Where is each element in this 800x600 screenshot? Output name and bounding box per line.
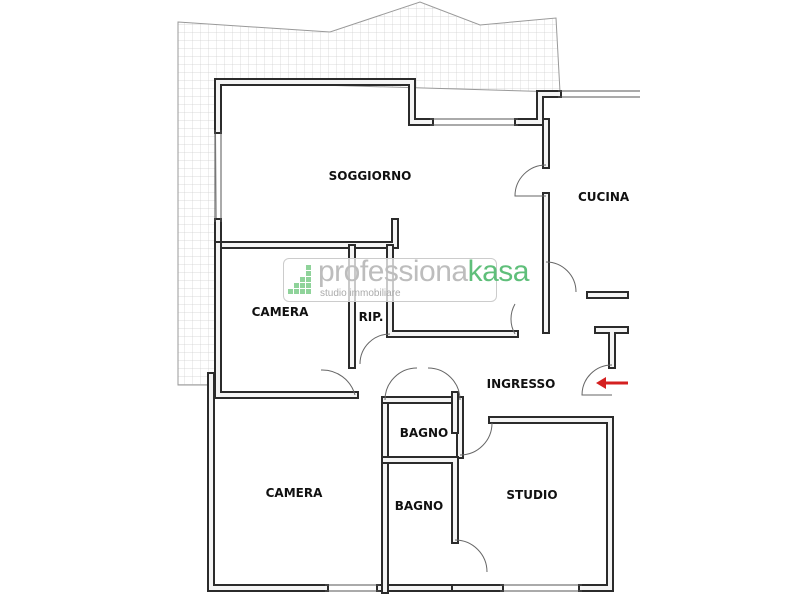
walls (207, 78, 629, 594)
room-label-ingresso: INGRESSO (487, 377, 556, 391)
entrance-arrow-icon (596, 377, 628, 389)
room-label-soggiorno: SOGGIORNO (329, 169, 412, 183)
room-label-camera-bottom: CAMERA (266, 486, 323, 500)
room-label-studio: STUDIO (506, 488, 557, 502)
windows (214, 90, 640, 592)
watermark-logo: professionakasa studio immobiliare (283, 257, 529, 302)
room-label-bagno-top: BAGNO (400, 426, 449, 440)
room-label-camera-top: CAMERA (252, 305, 309, 319)
room-label-cucina: CUCINA (578, 190, 630, 204)
room-label-bagno-bottom: BAGNO (395, 499, 444, 513)
logo-text: professionakasa (318, 255, 529, 288)
room-label-rip: RIP. (358, 310, 384, 324)
logo-subtitle: studio immobiliare (320, 288, 401, 299)
terrace (177, 1, 561, 386)
logo-bars-icon (288, 265, 311, 294)
doors (320, 164, 613, 573)
